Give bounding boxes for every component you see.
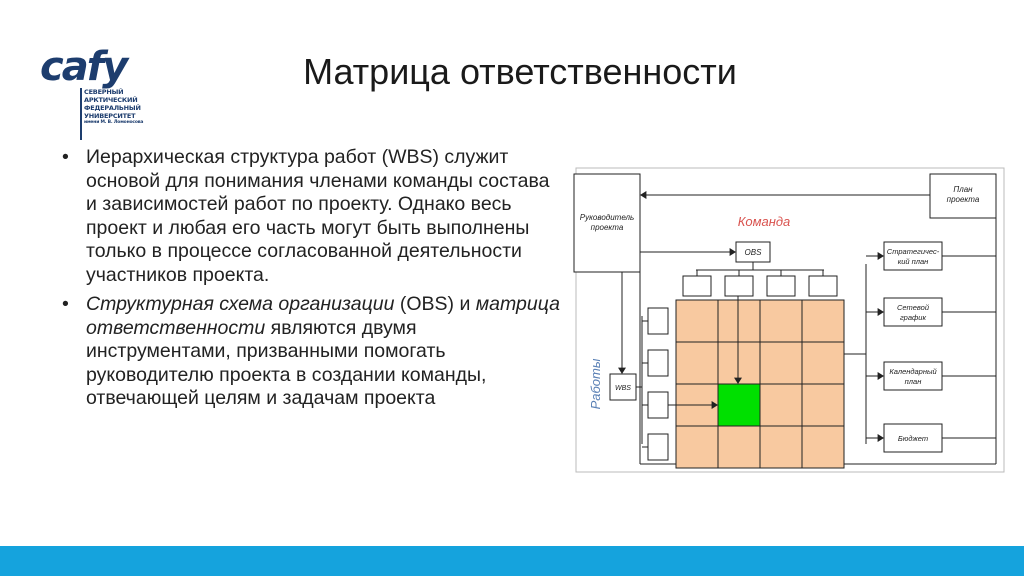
arrow-head-icon [618, 367, 626, 374]
project-plan-label: План [953, 185, 973, 194]
bullet-dot-icon: • [62, 293, 69, 315]
arrow-head-icon [877, 308, 884, 316]
logo-line: АРКТИЧЕСКИЙ [84, 96, 138, 104]
team-member-box [682, 275, 712, 297]
plan-document-label: Стратегичес- [887, 247, 940, 256]
project-plan-label: проекта [947, 195, 980, 204]
university-logo: cafy СЕВЕРНЫЙ АРКТИЧЕСКИЙ ФЕДЕРАЛЬНЫЙ УН… [40, 44, 150, 140]
plan-document-box [883, 423, 943, 453]
bullet-item: • Иерархическая структура работ (WBS) слу… [62, 146, 562, 287]
matrix-cell [759, 299, 803, 343]
obs-label: OBS [745, 248, 763, 257]
project-plan-box [929, 173, 997, 219]
arrow-head-icon [734, 377, 742, 384]
arrow-head-icon [877, 372, 884, 380]
team-member-box [808, 275, 838, 297]
bullet-text: (OBS) и [394, 293, 476, 315]
logo-subline: имени М. В. Ломоносова [84, 120, 144, 125]
arrow-head-icon [711, 401, 718, 409]
matrix-cell [675, 341, 719, 385]
project-manager-box [573, 173, 641, 273]
work-package-box [647, 307, 669, 335]
logo-line: СЕВЕРНЫЙ [84, 88, 124, 96]
team-label: Команда [738, 214, 791, 229]
plan-document-label: Календарный [889, 367, 937, 376]
bottom-accent-bar [0, 546, 1024, 576]
bullet-text: Иерархическая структура работ (WBS) служ… [86, 146, 550, 286]
project-manager-label: проекта [591, 223, 624, 232]
plan-document-label: кий план [898, 257, 929, 266]
plan-document-label: график [900, 313, 926, 322]
matrix-cell [801, 341, 845, 385]
matrix-cell [801, 425, 845, 469]
matrix-cell [759, 341, 803, 385]
matrix-cell [675, 425, 719, 469]
bullet-text: Структурная схема организации [86, 293, 395, 315]
logo-line: УНИВЕРСИТЕТ [84, 112, 136, 120]
team-member-box [766, 275, 796, 297]
team-member-box [724, 275, 754, 297]
matrix-cell [759, 383, 803, 427]
wbs-box [609, 373, 637, 401]
work-package-box [647, 433, 669, 461]
project-manager-label: Руководитель [580, 213, 634, 222]
matrix-cell [717, 425, 761, 469]
bullet-text: являются двумя инструментами, призванным… [86, 316, 487, 410]
bullet-dot-icon: • [62, 146, 69, 168]
matrix-cell [717, 299, 761, 343]
arrow-head-icon [640, 191, 647, 199]
logo-text: СЕВЕРНЫЙ АРКТИЧЕСКИЙ ФЕДЕРАЛЬНЫЙ УНИВЕРС… [84, 88, 150, 126]
work-package-box [647, 391, 669, 419]
bullet-item: • Структурная схема организации (OBS) и м… [62, 293, 562, 411]
plan-document-label: план [905, 377, 922, 386]
arrow-head-icon [877, 252, 884, 260]
bullet-list: • Иерархическая структура работ (WBS) слу… [62, 146, 562, 417]
matrix-cell [801, 299, 845, 343]
logo-divider [80, 88, 82, 140]
plan-document-box [883, 241, 943, 271]
slide-title: Матрица ответственности [303, 51, 737, 92]
logo-wordmark: cafy [40, 44, 128, 90]
work-package-box [647, 349, 669, 377]
plan-document-label: Бюджет [898, 434, 928, 443]
plan-document-label: Сетевой [897, 303, 930, 312]
matrix-cell-highlighted [717, 383, 761, 427]
bullet-text: матрица ответственности [86, 293, 560, 339]
arrow-head-icon [729, 248, 736, 256]
matrix-cell [675, 299, 719, 343]
responsibility-matrix-diagram: РуководительпроектаПланпроектаКомандаOBS… [573, 167, 1005, 473]
logo-line: ФЕДЕРАЛЬНЫЙ [84, 104, 141, 112]
arrow-head-icon [877, 434, 884, 442]
wbs-label: WBS [615, 385, 631, 392]
matrix-cell [759, 425, 803, 469]
matrix-cell [801, 383, 845, 427]
works-label: Работы [588, 358, 603, 409]
